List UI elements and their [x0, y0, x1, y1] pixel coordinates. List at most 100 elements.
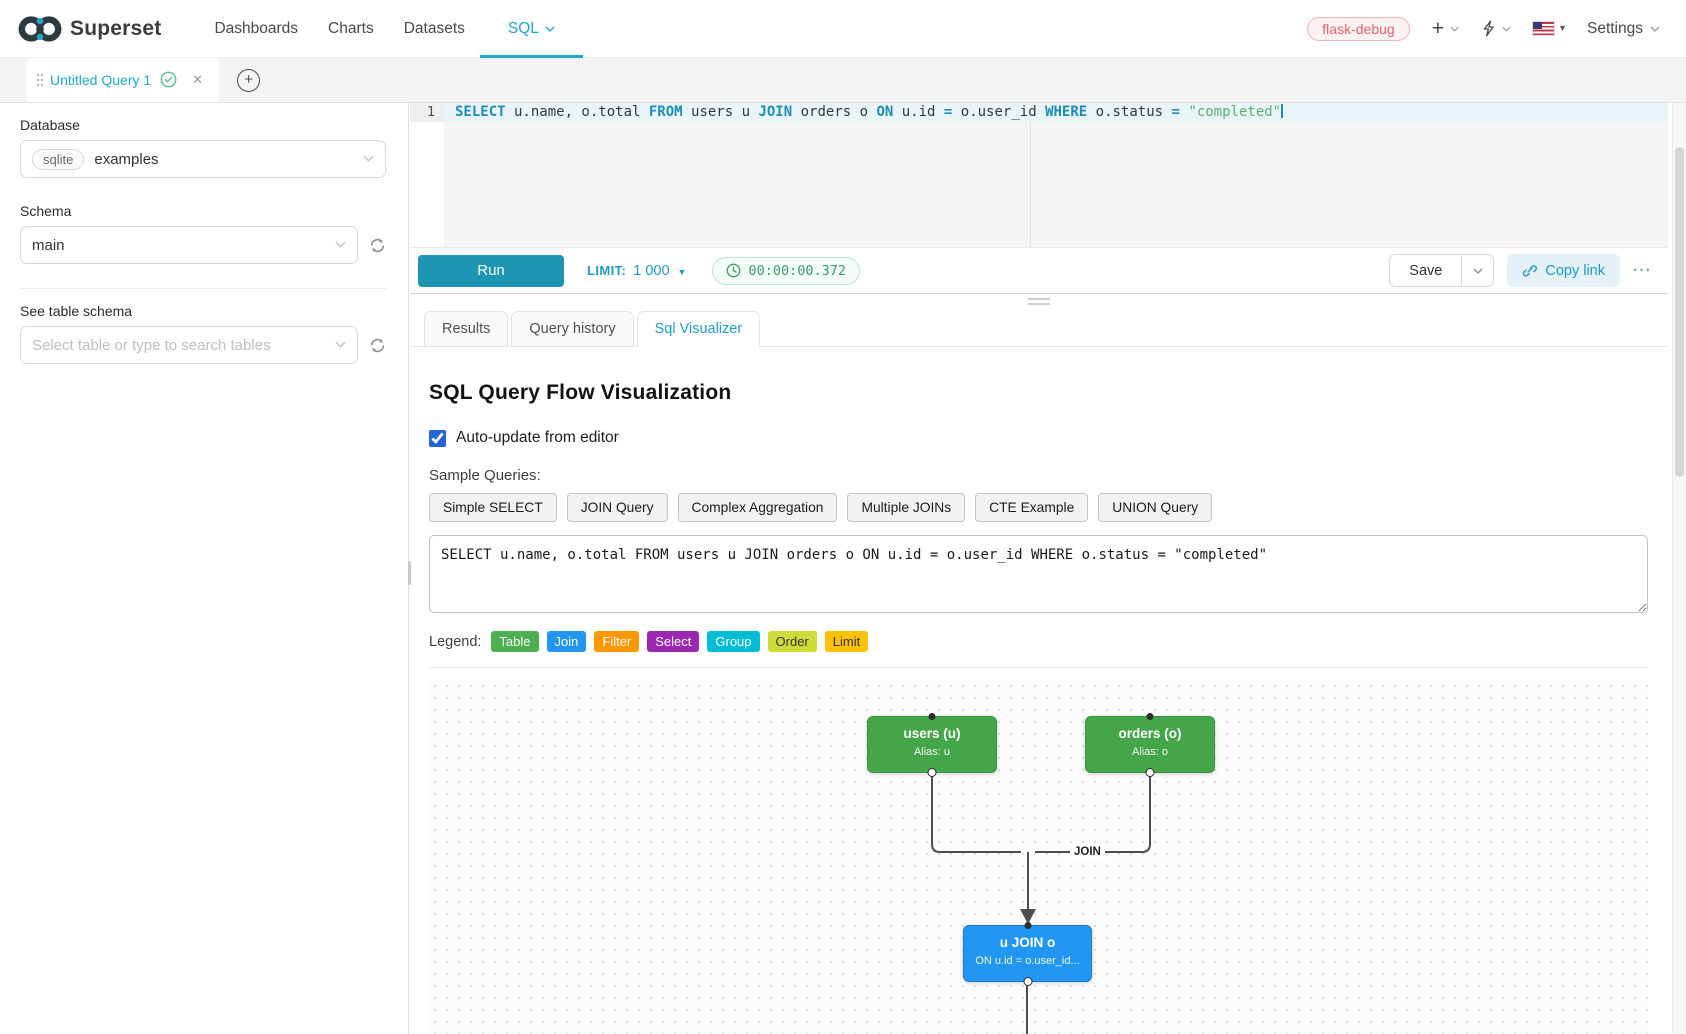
sample-query-button-multiple-joins[interactable]: Multiple JOINs — [847, 493, 965, 522]
sql-token: = — [1172, 104, 1180, 120]
pane-splitter[interactable] — [410, 293, 1668, 302]
schema-select[interactable]: main — [20, 226, 358, 264]
line-number: 1 — [410, 103, 444, 122]
sql-code-line: SELECT u.name, o.total FROM users u JOIN… — [444, 103, 1668, 122]
legend-badge-select: Select — [647, 631, 699, 652]
node-subtitle: Alias: o — [1086, 746, 1214, 758]
sql-token: FROM — [649, 104, 683, 120]
navbar: Superset Dashboards Charts Datasets SQL … — [0, 0, 1686, 58]
sample-query-button-complex-aggregation[interactable]: Complex Aggregation — [678, 493, 838, 522]
navbar-right: flask-debug + ▾ Settings — [1307, 17, 1660, 41]
query-tab-active[interactable]: Untitled Query 1 ✕ — [27, 57, 219, 102]
tab-results[interactable]: Results — [424, 311, 508, 347]
run-button[interactable]: Run — [418, 255, 564, 287]
database-value: examples — [94, 151, 158, 168]
add-query-tab-button[interactable]: + — [237, 69, 260, 92]
chevron-down-icon — [363, 155, 374, 162]
language-picker[interactable]: ▾ — [1533, 22, 1565, 35]
superset-logo[interactable]: Superset — [18, 15, 161, 43]
copy-link-label: Copy link — [1545, 263, 1605, 279]
save-button[interactable]: Save — [1389, 254, 1462, 287]
sample-query-button-cte-example[interactable]: CTE Example — [975, 493, 1088, 522]
nav-dashboards[interactable]: Dashboards — [199, 0, 313, 58]
query-tabstrip: Untitled Query 1 ✕ + — [0, 58, 1686, 103]
brand-name: Superset — [70, 17, 161, 41]
flow-canvas[interactable]: JOIN users (u)Alias: uorders (o)Alias: o… — [429, 680, 1648, 1034]
copy-link-button[interactable]: Copy link — [1507, 254, 1620, 287]
sidebar-resize-handle[interactable] — [408, 561, 411, 585]
sql-editor[interactable]: 1 SELECT u.name, o.total FROM users u JO… — [410, 103, 1668, 247]
table-select[interactable]: Select table or type to search tables — [20, 326, 358, 364]
caret-down-icon: ▾ — [1560, 23, 1565, 34]
editor-code-area[interactable]: SELECT u.name, o.total FROM users u JOIN… — [444, 103, 1668, 247]
settings-menu[interactable]: Settings — [1587, 20, 1660, 38]
nav-charts[interactable]: Charts — [313, 0, 389, 58]
new-item-menu[interactable]: + — [1432, 18, 1459, 39]
lightning-bolt-icon — [1481, 20, 1496, 37]
save-split-button: Save — [1389, 254, 1494, 287]
auto-update-label: Auto-update from editor — [456, 429, 619, 447]
chevron-down-icon — [1473, 268, 1483, 274]
save-options-button[interactable] — [1461, 254, 1494, 287]
more-actions-button[interactable]: ⋯ — [1632, 261, 1652, 280]
sample-query-button-join-query[interactable]: JOIN Query — [567, 493, 668, 522]
node-subtitle: Alias: u — [868, 746, 996, 758]
schema-label: Schema — [20, 203, 386, 219]
auto-update-checkbox[interactable] — [429, 430, 446, 447]
legend-badge-filter: Filter — [594, 631, 639, 652]
chevron-down-icon — [545, 26, 555, 32]
sql-token: o.status — [1087, 104, 1171, 120]
query-search-menu[interactable] — [1481, 20, 1511, 37]
sql-token: ON — [876, 104, 893, 120]
legend-badge-join: Join — [547, 631, 587, 652]
database-select[interactable]: sqlite examples — [20, 140, 386, 178]
sync-icon — [369, 237, 386, 254]
nav-sql[interactable]: SQL — [480, 0, 583, 58]
caret-down-icon: ▼ — [678, 267, 687, 277]
sql-token: o.user_id — [952, 104, 1045, 120]
editor-gutter: 1 — [410, 103, 444, 247]
sample-query-button-simple-select[interactable]: Simple SELECT — [429, 493, 557, 522]
tab-sql-visualizer[interactable]: Sql Visualizer — [637, 311, 761, 347]
legend-badges: TableJoinFilterSelectGroupOrderLimit — [491, 631, 868, 652]
database-label: Database — [20, 117, 386, 133]
limit-value: 1 000 — [633, 263, 669, 279]
results-tabbar: Results Query history Sql Visualizer — [410, 302, 1668, 347]
nav-datasets[interactable]: Datasets — [389, 0, 480, 58]
sql-token: SELECT — [455, 104, 506, 120]
limit-label: LIMIT: — [587, 263, 626, 278]
auto-update-toggle[interactable]: Auto-update from editor — [429, 429, 619, 447]
limit-dropdown[interactable]: LIMIT: 1 000 ▼ — [587, 263, 686, 279]
legend-badge-group: Group — [707, 631, 759, 652]
sql-token: orders o — [792, 104, 876, 120]
scrollbar-thumb[interactable] — [1675, 147, 1684, 477]
chevron-down-icon — [335, 241, 346, 248]
link-icon — [1522, 263, 1537, 278]
sidebar-divider — [20, 288, 386, 289]
plus-icon: + — [1432, 18, 1444, 39]
sql-text-input[interactable]: SELECT u.name, o.total FROM users u JOIN… — [429, 535, 1648, 613]
sync-icon — [369, 337, 386, 354]
sqllab-main-pane: 1 SELECT u.name, o.total FROM users u JO… — [410, 103, 1668, 1034]
sql-token: JOIN — [758, 104, 792, 120]
node-title: u JOIN o — [964, 935, 1091, 950]
main-nav: Dashboards Charts Datasets SQL — [199, 0, 582, 58]
tab-query-history[interactable]: Query history — [511, 311, 633, 347]
refresh-tables-button[interactable] — [369, 337, 386, 354]
close-icon[interactable]: ✕ — [192, 72, 203, 88]
flow-node-users[interactable]: users (u)Alias: u — [867, 716, 997, 773]
plus-icon: + — [244, 72, 253, 87]
page-scrollbar[interactable] — [1672, 103, 1686, 1034]
refresh-schemas-button[interactable] — [369, 237, 386, 254]
chevron-down-icon — [1650, 26, 1660, 32]
sample-query-button-union-query[interactable]: UNION Query — [1098, 493, 1212, 522]
legend: Legend: TableJoinFilterSelectGroupOrderL… — [429, 631, 1648, 652]
content-divider — [429, 667, 1648, 668]
legend-badge-order: Order — [768, 631, 817, 652]
sql-token: WHERE — [1045, 104, 1087, 120]
drag-handle-icon[interactable] — [37, 74, 39, 76]
flow-node-join[interactable]: u JOIN oON u.id = o.user_id... — [963, 925, 1092, 982]
flow-node-orders[interactable]: orders (o)Alias: o — [1085, 716, 1215, 773]
legend-badge-limit: Limit — [825, 631, 868, 652]
